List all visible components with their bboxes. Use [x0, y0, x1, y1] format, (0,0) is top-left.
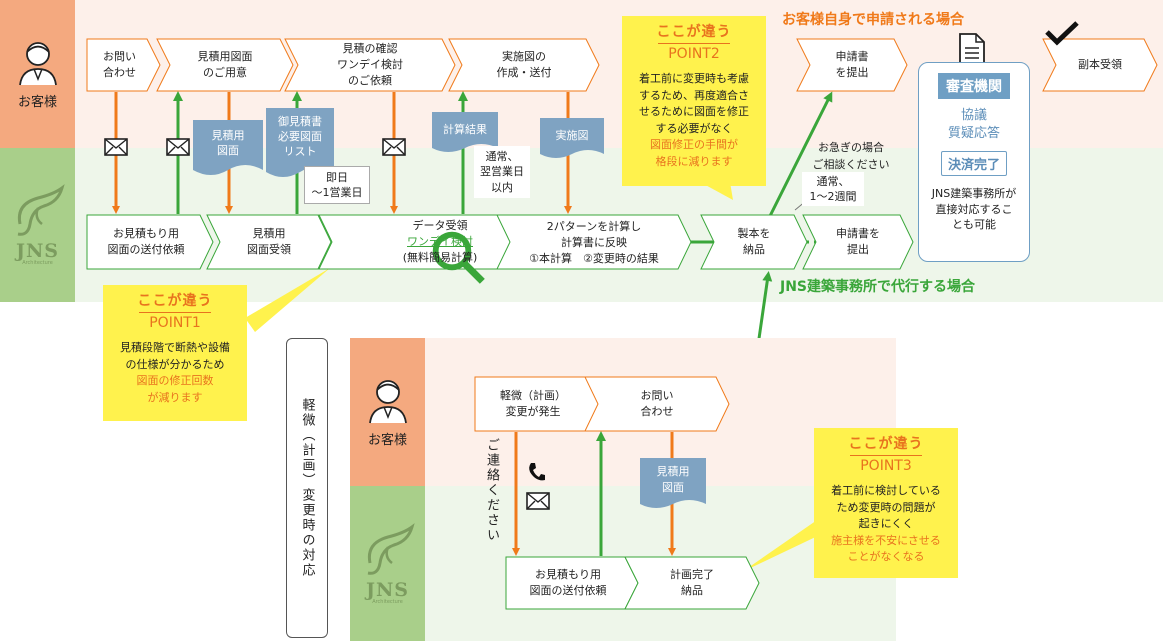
jns-wordmark: JNS [15, 240, 60, 262]
jns-apply-caption: JNS建築事務所で代行する場合 [780, 279, 976, 295]
note-one-two-weeks: 通常、 1～2週間 [802, 172, 864, 206]
review-approved: 決済完了 [940, 151, 1007, 177]
step-inquiry: お問い 合わせ [86, 38, 161, 92]
mail-icon [526, 492, 550, 510]
check-icon [1045, 21, 1079, 46]
bottom-step-send-request: お見積もり用 図面の送付依頼 [505, 556, 639, 610]
review-consult: 協議 [960, 108, 987, 123]
review-qa: 質疑応答 [947, 126, 1000, 142]
note-hurry: お急ぎの場合 ご相談ください [812, 141, 890, 171]
person-icon [368, 379, 407, 423]
step-prepare-drawings: 見積用図面 のご用意 [156, 38, 294, 92]
step-calculate-two-patterns: 2パターンを計算し 計算書に反映 ①本計算 ②変更時の結果 [496, 214, 692, 270]
person-icon [18, 41, 57, 85]
bottom-step-complete: 計画完了 納品 [624, 556, 760, 610]
oneday-label: ワンデイ検討 [407, 234, 473, 248]
step-copy-receipt: 副本受領 [1042, 38, 1158, 92]
step-bind-deliver: 製本を 納品 [700, 214, 808, 270]
data-receive-label: データ受領 [412, 219, 468, 232]
step-submit-application-jns: 申請書を 提出 [802, 214, 914, 270]
calc-line-1: 2パターンを計算し [546, 220, 642, 233]
review-note: JNS建築事務所が 直接対応するこ とも可能 [931, 187, 1017, 232]
mail-icon [104, 138, 128, 156]
jns-logo [367, 522, 415, 575]
point3-callout: ここが違う POINT3 着工前に検討している ため変更時の問題が 起きにくく … [814, 428, 958, 578]
bottom-jns-subtitle: Architecture [372, 598, 403, 605]
bottom-step-inquiry: お問い 合わせ [584, 376, 730, 432]
step-receive-drawings: 見積用 図面受領 [206, 214, 332, 270]
point1-callout: ここが違う POINT1 見積段階で断熱や設備 の仕様が分かるため 図面の修正回… [103, 285, 247, 421]
calc-line-2: 計算書に反映 [561, 235, 627, 249]
mail-icon [166, 138, 190, 156]
bottom-doc-drawing: 見積用 図面 [640, 458, 706, 512]
minor-change-title: 軽微（計画）変更時の対応 [299, 398, 315, 578]
point2-callout: ここが違う POINT2 着工前に変更時も考慮 するため、再度適合さ せるために… [622, 16, 766, 186]
step-submit-application-self: 申請書 を提出 [796, 38, 908, 92]
doc-estimate-drawing: 見積用 図面 [193, 120, 263, 178]
phone-icon [529, 463, 545, 481]
customer-label: お客様 [17, 94, 57, 110]
doc-implementation: 実施図 [540, 118, 604, 162]
jns-subtitle: Architecture [22, 260, 53, 266]
bottom-customer-label: お客様 [367, 432, 407, 448]
note-next-business-day: 通常、 翌営業日 以内 [474, 146, 530, 198]
bottom-jns-lane-label: JNS Architecture [350, 486, 425, 641]
mail-icon [382, 138, 406, 156]
step-send-request: お見積もり用 図面の送付依頼 [86, 214, 214, 270]
calc-line-3: ①本計算 ②変更時の結果 [529, 251, 659, 265]
contact-please: ご連絡ください [484, 438, 499, 543]
step-data-receive: データ受領 ワンデイ検討 (無料簡易計算) [318, 214, 512, 284]
step-implementation-drawings: 実施図の 作成・送付 [448, 38, 600, 92]
jns-lane-label: JNS Architecture [0, 148, 75, 302]
review-body-panel: 審査機関 協議 質疑応答 決済完了 JNS建築事務所が 直接対応するこ とも可能 [918, 62, 1030, 262]
jns-logo [17, 184, 65, 236]
doc-estimate-list: 御見積書 必要図面 リスト [266, 108, 334, 180]
note-sameday: 即日 ～1営業日 [304, 166, 370, 204]
self-apply-caption: お客様自身で申請される場合 [782, 12, 964, 28]
doc-calc-result: 計算結果 [432, 112, 498, 156]
document-icon [959, 33, 985, 65]
bottom-jns-wordmark: JNS [365, 578, 410, 601]
review-body-title: 審査機関 [938, 73, 1010, 99]
search-icon [432, 231, 485, 284]
minor-change-title-box: 軽微（計画）変更時の対応 [286, 338, 328, 638]
bottom-customer-lane-label: お客様 [350, 338, 425, 486]
bottom-step-minor-change: 軽微（計画） 変更が発生 [474, 376, 600, 432]
simple-calc-label: (無料簡易計算) [402, 250, 478, 264]
step-confirm-estimate: 見積の確認 ワンデイ検討 のご依頼 [284, 38, 456, 92]
customer-lane-label: お客様 [0, 0, 75, 148]
